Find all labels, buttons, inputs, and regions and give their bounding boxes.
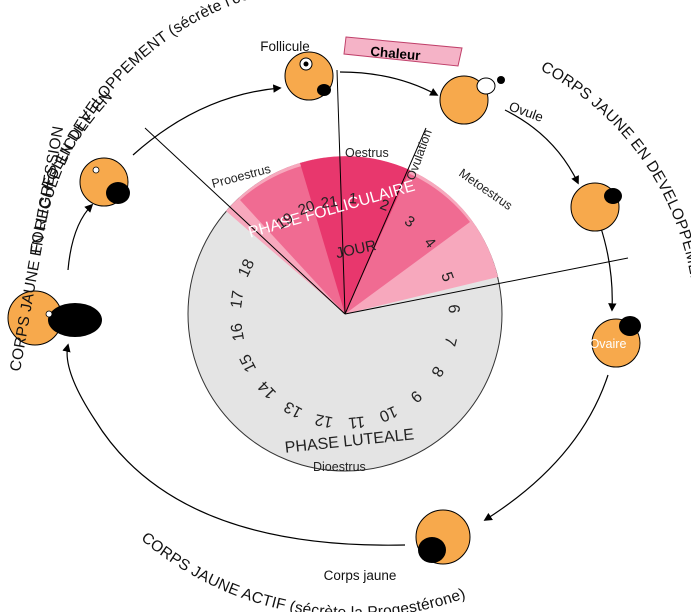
day-number-7: 7 [440, 335, 459, 348]
cycle-arrows [62, 71, 617, 546]
active-corpus-luteum [415, 509, 471, 565]
arrow-ovulation-to-developing [504, 109, 579, 185]
day-number-20: 20 [296, 197, 317, 219]
cycle-wheel [144, 69, 629, 472]
ovary-label: Ovaire [590, 337, 627, 351]
divider-proestrus [144, 127, 346, 315]
day-number-17: 17 [228, 289, 247, 309]
regressing-follicle [79, 157, 130, 207]
day-number-16: 16 [228, 322, 248, 342]
metoestrus-label: Metoestrus [456, 166, 515, 213]
chaleur-label: Chaleur [370, 44, 422, 63]
developing-corpus-luteum [570, 182, 622, 232]
arrow-regression-to-follicle [67, 203, 94, 271]
day-number-15: 15 [237, 351, 260, 375]
arrow-ovary-to-active [483, 374, 609, 521]
arrow-active-to-regression [62, 343, 406, 546]
follicle-label: Follicule [260, 39, 310, 54]
day-number-21: 21 [320, 193, 339, 212]
dominant-follicle [284, 51, 334, 101]
arrow-follicle-to-dominant [132, 84, 282, 156]
divider-oestrus [336, 69, 346, 315]
ovary: Ovaire [590, 316, 641, 368]
oestrus-label: Oestrus [345, 146, 389, 160]
arrow-follicle-to-ovulation [339, 71, 439, 96]
day-number-13: 13 [281, 397, 305, 420]
arrow-developing-to-ovary [599, 224, 617, 312]
day-number-12: 12 [314, 410, 335, 430]
divider-metoestrus [344, 257, 629, 315]
chaleur-badge: Chaleur [343, 36, 463, 67]
day-number-19: 19 [273, 210, 296, 233]
corpus-luteum-label: Corps jaune [324, 568, 397, 583]
day-number-1: 1 [348, 190, 358, 208]
ovum-label: Ovule [507, 99, 545, 125]
dioestrus-label: Dioestrus [313, 460, 366, 474]
day-number-18: 18 [235, 257, 258, 280]
day-number-6: 6 [444, 304, 461, 314]
ovulation-ovary [439, 75, 505, 125]
divider-ovulation [344, 127, 427, 315]
regressing-corpus-luteum [7, 290, 102, 346]
follicular-sector-dark [300, 156, 410, 314]
day-number-10: 10 [376, 402, 399, 425]
ovulation-label: Ovulation [404, 128, 435, 182]
day-number-11: 11 [347, 412, 365, 431]
